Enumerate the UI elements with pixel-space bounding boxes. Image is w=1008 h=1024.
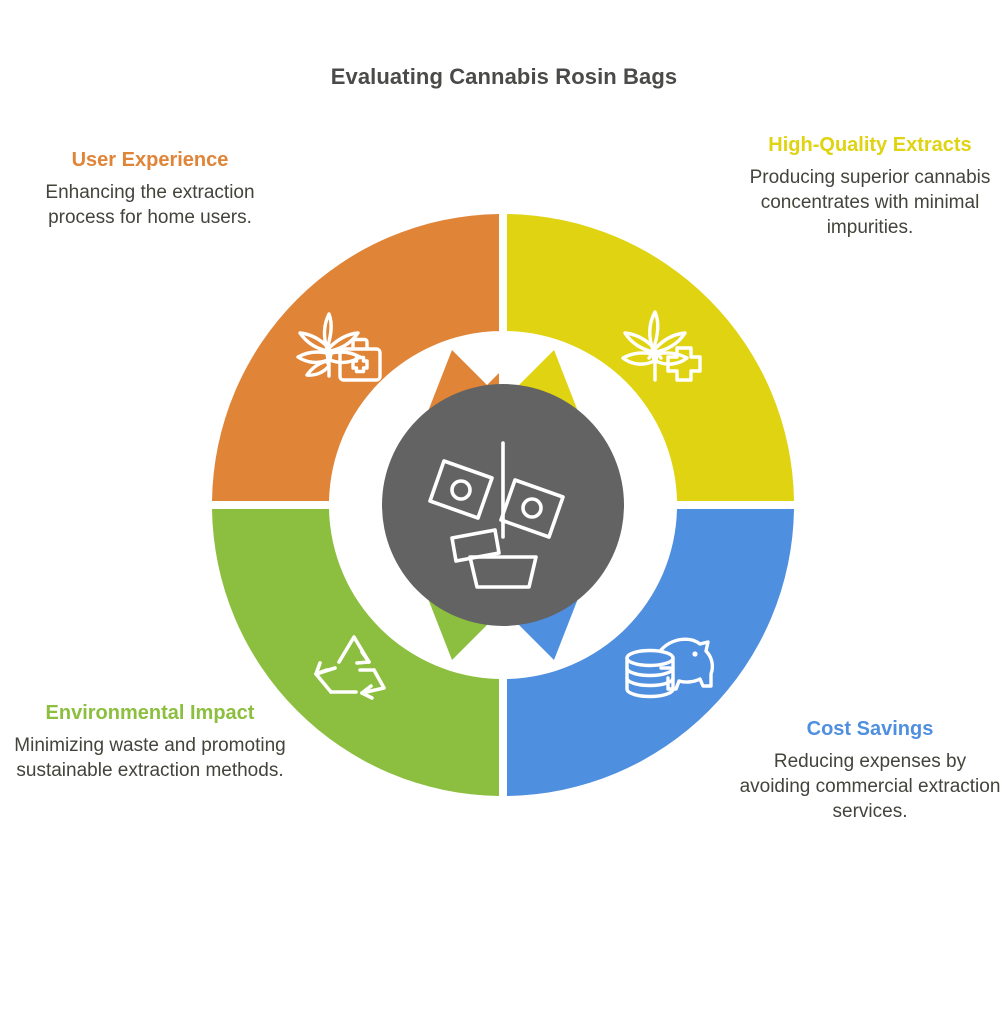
segment-label-cost-savings: Cost Savings Reducing expenses by avoidi…: [736, 717, 1004, 824]
segment-heading-user-experience: User Experience: [71, 149, 229, 171]
cannabis-leaf-medical-cross-icon: [621, 310, 702, 382]
segment-body-environmental-impact: Minimizing waste and promoting sustainab…: [14, 734, 286, 781]
money-tree-icon: [428, 441, 565, 589]
segment-heading-cost-savings: Cost Savings: [806, 718, 934, 740]
segment-label-high-quality-extracts: High-Quality Extracts Producing superior…: [736, 133, 1004, 240]
segment-heading-environmental-impact: Environmental Impact: [45, 702, 255, 724]
segment-label-user-experience: User Experience Enhancing the extraction…: [14, 148, 286, 230]
segment-heading-high-quality-extracts: High-Quality Extracts: [768, 134, 972, 156]
piggy-bank-coins-icon: [625, 637, 715, 699]
segment-environmental-impact-band: [212, 509, 499, 796]
segment-cost-savings-band: [507, 509, 794, 796]
recycling-icon: [314, 635, 386, 700]
segment-body-cost-savings: Reducing expenses by avoiding commercial…: [739, 750, 1001, 823]
segment-body-user-experience: Enhancing the extraction process for hom…: [45, 181, 255, 228]
segment-label-environmental-impact: Environmental Impact Minimizing waste an…: [14, 701, 286, 783]
page-title: Evaluating Cannabis Rosin Bags: [330, 64, 678, 89]
cannabis-leaf-first-aid-kit-icon: [296, 312, 382, 382]
segment-body-high-quality-extracts: Producing superior cannabis concentrates…: [749, 166, 991, 239]
